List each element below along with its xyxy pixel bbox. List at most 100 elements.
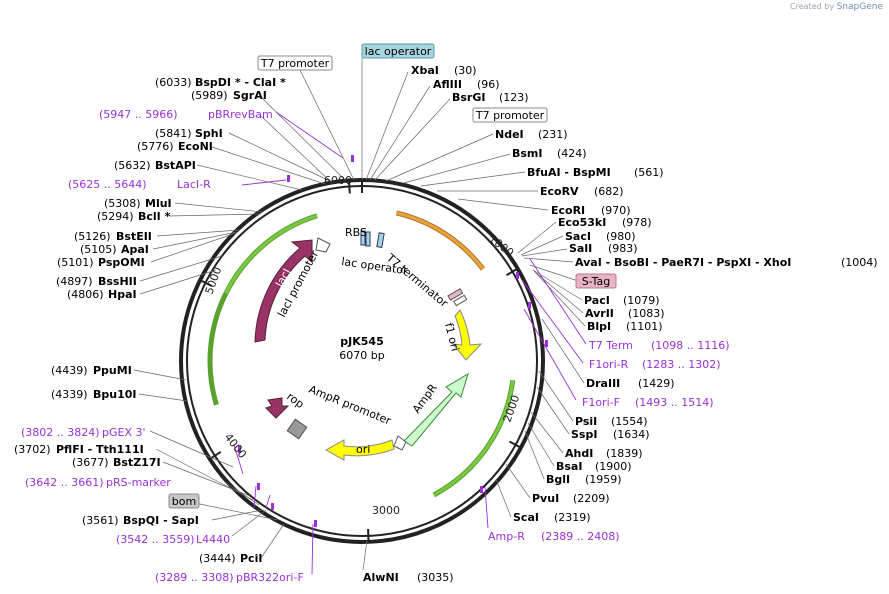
feature-label-rop: rop — [284, 390, 306, 411]
primer-pbr322ori-f-pos: (3289 .. 3308) — [155, 571, 234, 584]
site-avai: AvaI - BsoBI - PaeR7I - PspXI - XhoI — [575, 256, 791, 269]
site-bgli-pos: (1959) — [585, 473, 622, 486]
primer-leader-1 — [241, 179, 287, 186]
site-bsmi-pos: (424) — [557, 147, 587, 160]
site-apai-pos: (5105) — [80, 243, 117, 256]
leader-line-36 — [139, 255, 223, 282]
primer-f1ori-f: F1ori-F — [582, 396, 620, 409]
primer-laci-r-pos: (5625 .. 5644) — [68, 178, 147, 191]
leader-line-5 — [403, 153, 511, 184]
site-sphi-pos: (5841) — [155, 127, 192, 140]
ori-arrow — [324, 439, 395, 461]
t7-promoter-box-left — [257, 55, 333, 71]
primer-t7term: T7 Term — [588, 339, 633, 352]
site-avrii: AvrII — [585, 307, 614, 320]
leader-line-12 — [523, 257, 574, 263]
leader-line-10 — [520, 235, 564, 256]
site-clai: BspDI * - ClaI * — [195, 76, 286, 89]
primer-prs-marker-pos: (3642 .. 3661) — [25, 476, 104, 489]
t7-promoter-label-left: T7 promoter — [260, 57, 330, 70]
site-bfuai-pos: (561) — [634, 166, 664, 179]
primer-leader-3 — [521, 279, 584, 364]
primer-leader-4 — [523, 308, 577, 401]
site-pcii-pos: (3444) — [199, 552, 236, 565]
site-hpai: HpaI — [108, 288, 137, 301]
primer-pgex3: pGEX 3' — [102, 426, 146, 439]
primer-leader-5 — [484, 486, 489, 529]
site-ecorv: EcoRV — [540, 185, 579, 198]
primer-pbr322ori-f: pBR322ori-F — [236, 571, 304, 584]
leader-line-45 — [224, 481, 260, 506]
features — [207, 155, 548, 527]
site-bsrgi: BsrGI — [452, 91, 485, 104]
leader-line-26 — [299, 69, 355, 181]
site-paci-pos: (1079) — [623, 294, 660, 307]
primer-laci-r: LacI-R — [177, 178, 211, 191]
leader-line-1 — [365, 71, 409, 181]
site-econi: EcoNI — [178, 140, 213, 153]
primer-pbrrevbam-pos: (5947 .. 5966) — [99, 108, 178, 121]
site-pspomi: PspOMI — [98, 256, 145, 269]
primer-mark-2 — [516, 272, 519, 279]
leader-line-23 — [505, 463, 531, 499]
tick-1000 — [505, 267, 519, 277]
primer-mark-0 — [351, 155, 354, 162]
site-bsteii: BstEII — [116, 230, 152, 243]
site-tth111i: PflFI - Tth111I — [56, 443, 144, 456]
site-aflIII: AflIII — [433, 78, 462, 91]
leader-line-44 — [231, 509, 267, 537]
feature-label-rbs: RBS — [345, 226, 367, 239]
site-hpai-pos: (4806) — [67, 288, 104, 301]
site-bfuai: BfuAI - BspMI — [527, 166, 611, 179]
leader-lines — [133, 58, 587, 575]
primer-leader-0 — [275, 111, 344, 159]
primer-l4440: L4440 — [196, 533, 230, 546]
green-arrow-ampr-inner — [433, 380, 515, 497]
site-bsai: BsaI — [556, 460, 582, 473]
plasmid-name: pJK545 — [340, 335, 383, 348]
s-tag-label: S-Tag — [582, 275, 611, 288]
site-apai: ApaI — [121, 243, 149, 256]
primer-leader-6 — [233, 444, 244, 475]
site-ppumi: PpuMI — [93, 364, 132, 377]
leader-line-11 — [521, 248, 568, 257]
site-ndei-pos: (231) — [538, 128, 568, 141]
leader-line-9 — [517, 221, 557, 254]
site-bstapi: BstAPI — [155, 159, 196, 172]
site-draiii-pos: (1429) — [638, 377, 675, 390]
site-alwni: AlwNI — [363, 571, 399, 584]
ampr-arrow — [403, 372, 469, 447]
primer-mark-4 — [545, 340, 548, 347]
leader-line-40 — [155, 448, 254, 501]
site-bgli: BglI — [546, 473, 570, 486]
site-ppumi-pos: (4439) — [51, 364, 88, 377]
laci-promoter-shape — [315, 237, 331, 253]
leader-line-33 — [156, 229, 240, 237]
tick-marks — [199, 180, 522, 542]
tick-5000 — [199, 279, 213, 287]
primer-amp-r-pos: (2389 .. 2408) — [541, 530, 620, 543]
site-mlui-pos: (5308) — [104, 197, 141, 210]
primer-mark-9 — [238, 446, 241, 453]
site-ahdi-pos: (1839) — [606, 447, 643, 460]
tick-label-4000: 4000 — [222, 431, 249, 461]
site-bcli: BclI * — [138, 210, 171, 223]
site-pspomi-pos: (5101) — [57, 256, 94, 269]
leader-line-30 — [196, 164, 303, 191]
feature-label-ampr-promoter: AmpR promoter — [307, 383, 393, 428]
leader-line-21 — [527, 422, 555, 467]
site-avrii-pos: (1083) — [628, 307, 665, 320]
site-bsteii-pos: (5126) — [74, 230, 111, 243]
site-mlui: MluI — [145, 197, 172, 210]
t7-promoter-shape — [376, 232, 385, 248]
leader-line-20 — [530, 411, 564, 454]
site-ecori-pos: (970) — [601, 204, 631, 217]
site-aflIII-pos: (96) — [477, 78, 500, 91]
leader-line-25 — [362, 539, 368, 571]
leader-line-19 — [536, 386, 570, 435]
primer-f1ori-r: F1ori-R — [589, 358, 629, 371]
feature-label-t7-terminator: T7 terminator — [383, 251, 450, 311]
primer-labels: (5947 .. 5966) pBRrevBam (5625 .. 5644) … — [21, 108, 730, 584]
site-clai-pos: (6033) — [155, 76, 192, 89]
site-bsshii-pos: (4897) — [56, 275, 93, 288]
